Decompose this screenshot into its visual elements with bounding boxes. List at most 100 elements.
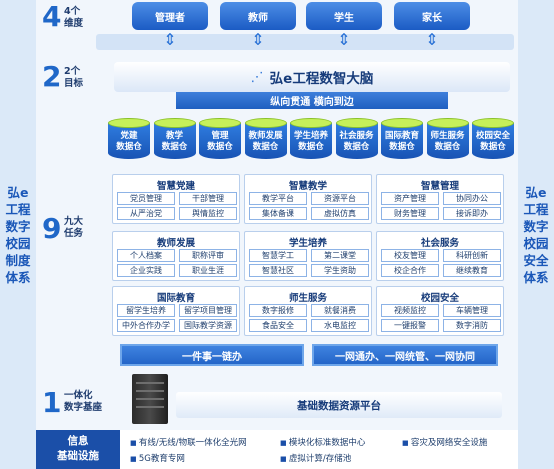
warehouse-suffix: 数据仓: [116, 142, 142, 152]
task-item: 继续教育: [443, 264, 501, 277]
infra-label-1: 信息: [67, 435, 89, 447]
task-item: 协同办公: [443, 192, 501, 205]
warehouse-label: 校园安全数据仓: [472, 123, 514, 159]
task-panel-title: 社会服务: [420, 238, 459, 249]
cylinder-top-icon: [472, 118, 514, 128]
base-label: 一体化 数字基座: [64, 390, 102, 414]
data-platform-banner: 基础数据资源平台: [176, 392, 502, 418]
tasks-number: 9: [42, 212, 62, 245]
task-item: 职业生涯: [179, 264, 237, 277]
task-item: 车辆管理: [443, 304, 501, 317]
warehouse-suffix: 数据仓: [343, 142, 370, 152]
warehouse-label: 学生培养数据仓: [290, 123, 332, 159]
task-item: 企业实践: [117, 264, 175, 277]
task-panel: 师生服务数字报修就餐消费食品安全水电监控: [244, 286, 372, 336]
task-item: 数字报修: [249, 304, 307, 317]
goals-label-2: 目标: [64, 78, 84, 89]
warehouse-suffix: 数据仓: [434, 142, 461, 152]
warehouse-label: 党建数据仓: [108, 123, 150, 159]
data-warehouse: 社会服务数据仓: [335, 118, 378, 162]
dimensions-band-bg: [96, 34, 514, 50]
infra-item: 5G教育专网: [130, 452, 185, 464]
warehouse-name: 校园安全: [475, 131, 510, 141]
base-number: 1: [42, 386, 62, 419]
one-chain-bar: 一件事一链办: [120, 344, 304, 366]
warehouse-label: 师生服务数据仓: [426, 123, 469, 159]
dimensions-label: 4个 维度: [64, 6, 83, 30]
cylinder-top-icon: [426, 118, 469, 128]
tasks-label-2: 任务: [64, 228, 84, 239]
cylinder-top-icon: [153, 118, 196, 128]
dimensions-label-1: 4个: [64, 6, 81, 17]
data-warehouse: 管理数据仓: [199, 118, 241, 162]
data-warehouse: 教师发展数据仓: [244, 118, 287, 162]
task-item: 食品安全: [249, 319, 307, 332]
task-panel-title: 校园安全: [420, 293, 459, 304]
task-item: 留学项目管理: [179, 304, 237, 317]
role-parent: 家长: [394, 2, 470, 30]
task-panel-title: 学生培养: [288, 238, 327, 249]
task-panel: 智慧教学教学平台资源平台集体备课虚拟仿真: [244, 174, 372, 224]
warehouse-suffix: 数据仓: [207, 142, 233, 152]
network-icon: ⋰: [250, 69, 264, 85]
warehouse-suffix: 数据仓: [389, 142, 415, 152]
task-item: 视频监控: [381, 304, 439, 317]
infra-label: 信息 基础设施: [36, 430, 120, 469]
warehouse-label: 社会服务数据仓: [335, 123, 378, 159]
task-item: 虚拟仿真: [311, 207, 369, 220]
cylinder-top-icon: [381, 118, 423, 128]
warehouse-name: 师生服务: [430, 131, 465, 141]
task-item: 一键报警: [381, 319, 439, 332]
data-warehouse: 党建数据仓: [108, 118, 150, 162]
task-item: 数字消防: [443, 319, 501, 332]
task-item: 国际教学资源: [179, 319, 237, 332]
goals-subtitle-bar: 纵向贯通 横向到边: [176, 92, 448, 109]
task-item: 校企合作: [381, 264, 439, 277]
data-warehouse: 师生服务数据仓: [426, 118, 469, 162]
task-item: 科研创新: [443, 249, 501, 262]
task-item: 第二课堂: [311, 249, 369, 262]
right-pillar-text: 弘e工程数字校园安全体系: [523, 184, 549, 285]
role-student: 学生: [306, 2, 382, 30]
task-item: 党员管理: [117, 192, 175, 205]
task-panel: 智慧党建党员管理干部管理从严治党舆情监控: [112, 174, 240, 224]
goals-label-1: 2个: [64, 66, 81, 77]
cylinder-top-icon: [244, 118, 287, 128]
task-panel: 学生培养智慧学工第二课堂智慧社区学生资助: [244, 231, 372, 281]
goals-label: 2个 目标: [64, 66, 83, 90]
left-pillar-text: 弘e工程数字校园制度体系: [5, 184, 31, 285]
warehouse-name: 教学: [165, 131, 183, 141]
task-item: 干部管理: [179, 192, 237, 205]
task-item: 财务管理: [381, 207, 439, 220]
task-panel: 教师发展个人档案职称评审企业实践职业生涯: [112, 231, 240, 281]
role-manager: 管理者: [132, 2, 208, 30]
infra-item: 容灾及网络安全设施: [402, 436, 488, 448]
tasks-label: 九大 任务: [64, 216, 83, 240]
infra-panel: 有线/无线/物联一体化全光网 模块化标准数据中心 容灾及网络安全设施 5G教育专…: [120, 430, 518, 469]
warehouse-label: 国际教育数据仓: [381, 123, 423, 159]
warehouse-label: 教学数据仓: [153, 123, 196, 159]
warehouse-name: 国际教育: [384, 131, 419, 141]
cylinder-top-icon: [290, 118, 332, 128]
brain-banner: ⋰ 弘e工程数智大脑: [114, 62, 510, 92]
server-icon: [132, 374, 168, 424]
dimensions-number: 4: [42, 0, 62, 33]
task-item: 水电监控: [311, 319, 369, 332]
task-panel-title: 国际教育: [156, 293, 195, 304]
task-panel-title: 智慧教学: [288, 181, 327, 192]
warehouse-name: 社会服务: [339, 131, 374, 141]
warehouse-suffix: 数据仓: [252, 142, 279, 152]
warehouse-name: 教师发展: [248, 131, 283, 141]
warehouse-name: 学生培养: [293, 131, 328, 141]
goals-number: 2: [42, 60, 62, 93]
task-item: 舆情监控: [179, 207, 237, 220]
task-item: 中外合作办学: [117, 319, 175, 332]
warehouse-suffix: 数据仓: [298, 142, 324, 152]
task-item: 资源平台: [311, 192, 369, 205]
data-warehouse: 校园安全数据仓: [472, 118, 514, 162]
warehouse-label: 管理数据仓: [199, 123, 241, 159]
brain-title: 弘e工程数智大脑: [269, 71, 374, 87]
updown-arrow-icon: ⇕: [337, 30, 351, 49]
warehouse-name: 党建: [120, 131, 138, 141]
data-warehouse: 教学数据仓: [153, 118, 196, 162]
